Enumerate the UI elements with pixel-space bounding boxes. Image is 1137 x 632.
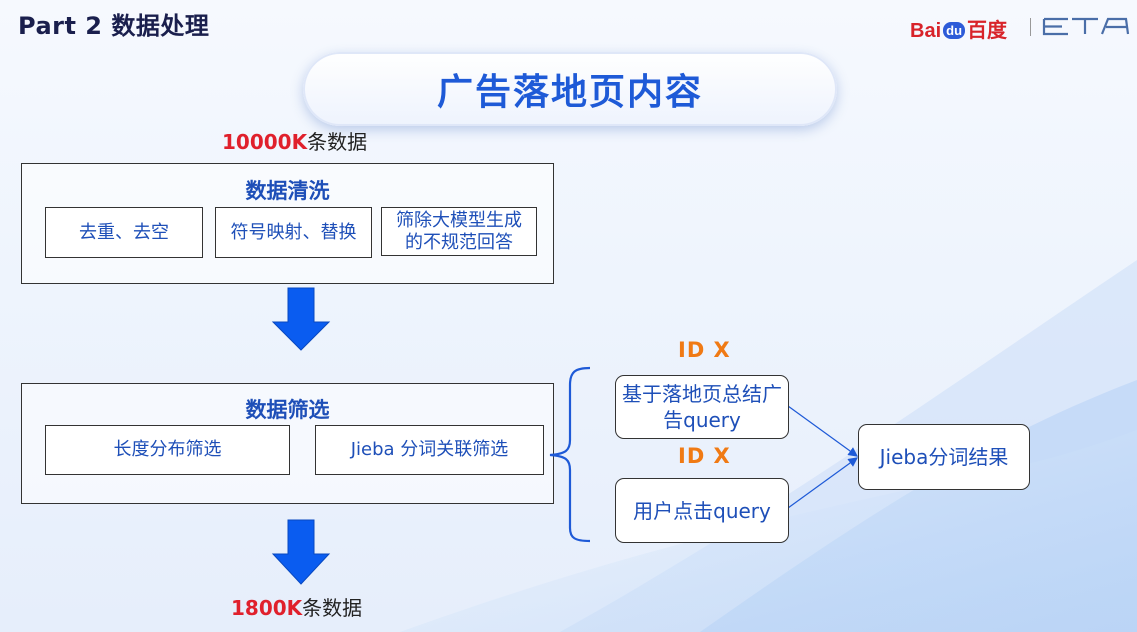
input-count: 10000K条数据 (222, 130, 368, 154)
cleaning-item-llm-filter: 筛除大模型生成的不规范回答 (381, 207, 537, 256)
filtering-item-jieba: Jieba 分词关联筛选 (315, 425, 544, 475)
result-box-jieba: Jieba分词结果 (858, 424, 1030, 490)
filtering-section: 数据筛选 长度分布筛选 Jieba 分词关联筛选 (21, 383, 554, 504)
cleaning-item-dedupe: 去重、去空 (45, 207, 203, 258)
curly-brace (549, 366, 591, 543)
query-box-landing-summary: 基于落地页总结广告query (615, 375, 789, 439)
page-title: 广告落地页内容 (436, 72, 703, 113)
cleaning-title: 数据清洗 (245, 179, 330, 203)
filtering-title: 数据筛选 (245, 398, 330, 422)
output-count: 1800K条数据 (231, 596, 363, 620)
logo-divider (1030, 18, 1031, 36)
id-label-1: ID X (678, 338, 731, 362)
eta-logo (1042, 17, 1130, 36)
arrow-query1-to-result (787, 405, 858, 457)
down-arrow-1 (271, 287, 331, 351)
query-box-user-click: 用户点击query (615, 478, 789, 543)
arrow-query2-to-result (787, 457, 858, 509)
cleaning-item-symbol-mapping: 符号映射、替换 (215, 207, 372, 258)
down-arrow-2 (271, 519, 331, 585)
cleaning-section: 数据清洗 去重、去空 符号映射、替换 筛除大模型生成的不规范回答 (21, 163, 554, 284)
filtering-item-length: 长度分布筛选 (45, 425, 290, 475)
id-label-2: ID X (678, 444, 731, 468)
page-title-pill: 广告落地页内容 (303, 52, 837, 126)
part-title: Part 2 数据处理 (18, 12, 210, 40)
